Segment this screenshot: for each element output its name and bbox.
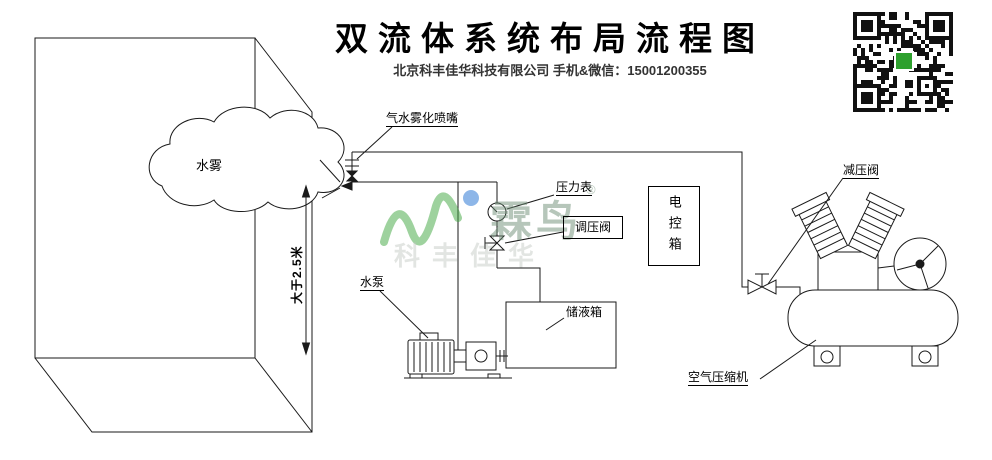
label-storage-tank: 储液箱 [566,305,603,319]
label-regulating-valve: 调压阀 [563,216,623,239]
label-atomizing-nozzle: 气水雾化喷嘴 [386,111,459,128]
reducing-valve-symbol [747,273,777,295]
label-water-pump: 水泵 [360,275,385,292]
pressure-gauge-symbol [487,182,507,236]
page-title: 双流体系统布局流程图 [335,20,765,57]
water-pipe [352,181,497,350]
height-dimension-line [301,184,311,356]
label-min-height: 大于2.5米 [290,245,304,304]
air-compressor-drawing [787,191,959,367]
bypass-pipe [497,267,541,302]
regulating-valve-symbol [484,235,506,268]
regulating-valve-text: 调压阀 [574,220,611,235]
leader-lines [356,126,844,380]
spray-room-box [34,37,313,433]
page-subtitle: 北京科丰佳华科技有限公司 手机&微信：15001200355 [393,63,707,78]
nozzle-symbol [340,159,359,191]
water-pump-drawing [404,332,512,379]
label-water-mist: 水雾 [196,158,223,173]
qr-center-logo-icon [894,51,914,71]
storage-tank-shape [505,301,617,369]
qr-code-pattern [853,12,953,112]
qr-code [853,12,953,112]
label-reducing-valve: 减压阀 [843,163,880,180]
mist-cloud-shape [148,106,345,213]
label-air-compressor: 空气压缩机 [688,370,749,387]
label-pressure-gauge: 压力表 [556,180,593,197]
electric-control-box: 电控箱 [648,186,700,266]
control-box-text: 电控箱 [666,194,682,258]
